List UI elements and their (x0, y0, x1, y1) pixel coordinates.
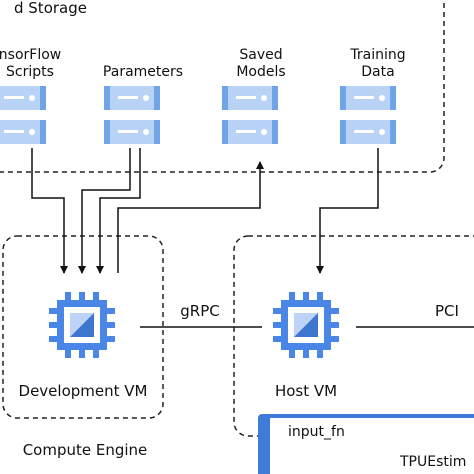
storage-item-training-line1: Training (349, 47, 405, 63)
arrow-training-data-to-host-vm (316, 148, 379, 274)
tpu-estimator-label: TPUEstim (399, 454, 466, 470)
arrow-parameters-to-dev-vm (78, 148, 131, 274)
storage-group-border (0, 0, 445, 173)
storage-item-parameters-label: Parameters (103, 64, 183, 80)
server-icon (340, 86, 396, 144)
storage-item-training-line2: Data (361, 64, 394, 80)
grpc-label: gRPC (180, 302, 219, 320)
server-icon (222, 86, 278, 144)
dev-vm-chip-icon (49, 292, 115, 358)
arrow-scripts-to-dev-vm (31, 148, 68, 274)
arrow-dev-vm-to-saved-models (117, 161, 264, 273)
storage-item-scripts-line2: Scripts (6, 64, 54, 80)
input-fn-label: input_fn (288, 424, 345, 440)
storage-item-models-line2: Models (236, 64, 285, 80)
compute-engine-label: Compute Engine (23, 441, 148, 459)
arrow-parameters-to-dev-vm-2 (96, 148, 141, 274)
storage-title: d Storage (14, 0, 87, 17)
host-vm-label: Host VM (275, 382, 337, 400)
tpu-panel-inner (270, 418, 474, 474)
storage-item-scripts-line1: nsorFlow (0, 47, 61, 63)
host-group-border (233, 235, 474, 437)
host-vm-chip-icon (273, 292, 339, 358)
server-icon (104, 86, 160, 144)
dev-vm-label: Development VM (19, 382, 148, 400)
compute-engine-group-border (2, 235, 164, 419)
pci-label: PCI (435, 302, 459, 320)
storage-item-models-line1: Saved (239, 47, 282, 63)
server-icon (0, 86, 46, 144)
